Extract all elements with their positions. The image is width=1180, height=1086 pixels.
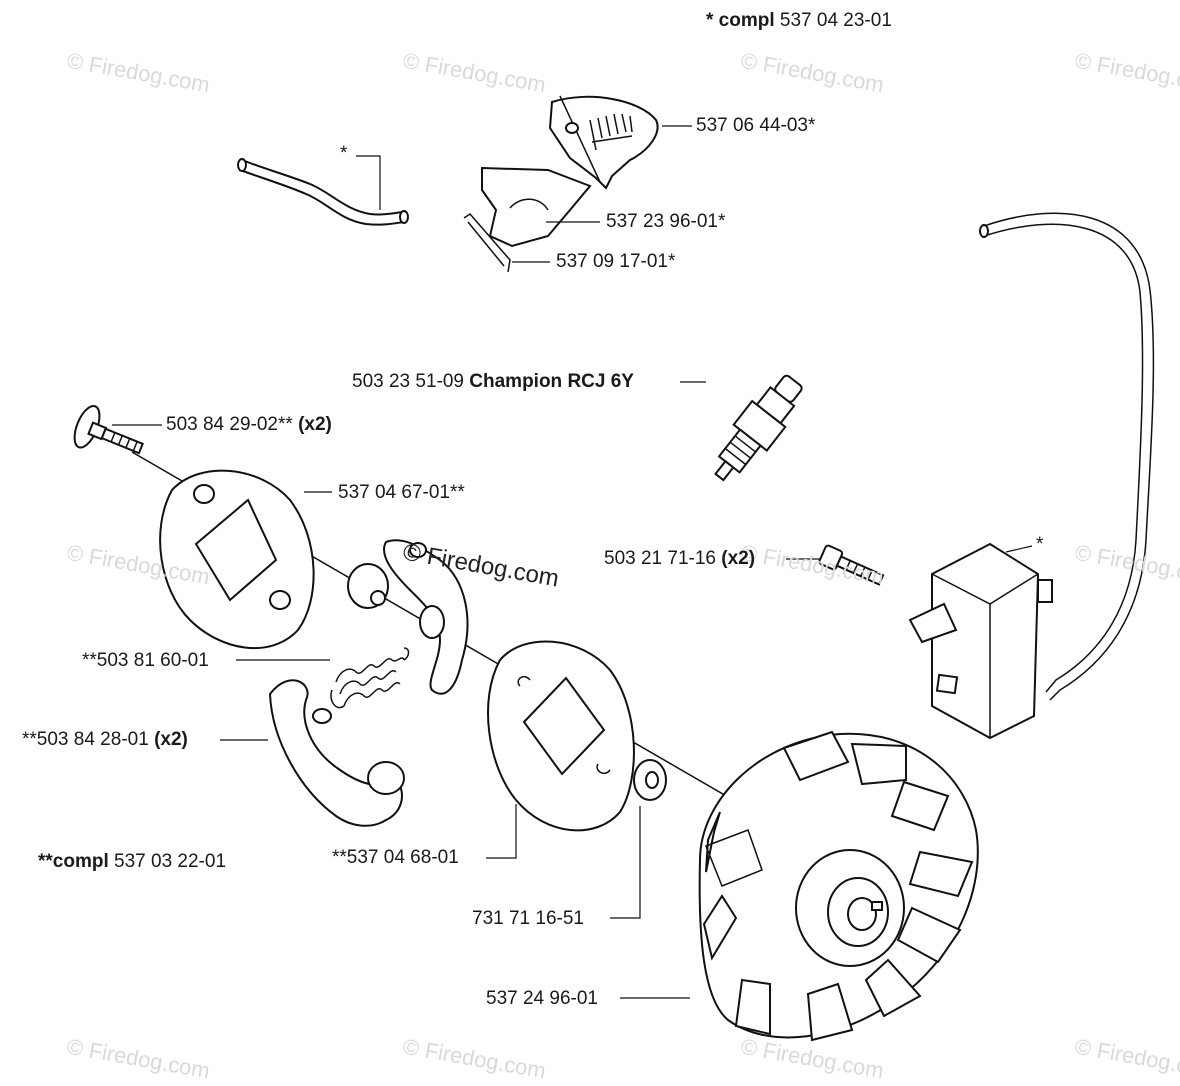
ignition-screw-label: 503 21 71-16 (x2)	[604, 548, 755, 570]
hose-leader	[356, 155, 381, 210]
flywheel	[698, 730, 979, 1042]
spark-plug-number: 503 23 51-09	[352, 371, 464, 392]
flywheel-label: 537 24 96-01	[486, 988, 598, 1009]
clutch-shoe-lower	[268, 679, 405, 827]
ignition-star-label: *	[1036, 534, 1044, 555]
compl-top-prefix: * compl	[706, 10, 775, 31]
cover-part-label: 537 06 44-03*	[696, 115, 816, 136]
ignition-screw-qty: (x2)	[721, 548, 756, 569]
shoe-qty: (x2)	[154, 729, 188, 750]
fuel-hose	[237, 158, 409, 226]
plate2-leader	[486, 804, 517, 859]
washer	[633, 759, 667, 801]
clutch-plate	[159, 469, 315, 650]
carburetor-cover	[548, 95, 659, 190]
hose-star-label: *	[340, 143, 348, 164]
compl-bottom-prefix: **compl	[38, 851, 109, 872]
ignition-leader	[1005, 545, 1033, 553]
ignition-screw-number: 503 21 71-16	[604, 548, 716, 569]
spark-plug-label: 503 23 51-09 Champion RCJ 6Y	[352, 371, 634, 393]
compl-top-number: 537 04 23-01	[779, 10, 892, 31]
screw-top-label: 503 84 29-02** (x2)	[166, 414, 332, 436]
plate-part-label: 537 23 96-01*	[606, 211, 726, 232]
washer-label: 731 71 16-51	[472, 908, 584, 929]
ignition-wire	[979, 212, 1155, 701]
compl-bottom-label: **compl 537 03 22-01	[38, 851, 226, 873]
carburetor-plate	[481, 166, 592, 248]
clutch-plate-label: 537 04 67-01**	[338, 482, 465, 503]
shoe-number: **503 84 28-01	[22, 729, 149, 750]
compl-bottom-number: 537 03 22-01	[114, 851, 227, 872]
ignition-screw	[818, 544, 885, 586]
clutch-screw	[73, 405, 144, 455]
clutch-plate-2	[487, 640, 635, 832]
shoe-label: **503 84 28-01 (x2)	[22, 729, 188, 751]
clutch-spring	[330, 647, 410, 709]
spark-plug	[714, 374, 803, 482]
throttle-rod	[463, 213, 511, 273]
rod-part-label: 537 09 17-01*	[556, 251, 676, 272]
washer-leader	[610, 806, 641, 919]
clutch-shoe-upper	[347, 539, 469, 695]
screw-top-number: 503 84 29-02**	[166, 414, 293, 435]
spark-plug-name: Champion RCJ 6Y	[469, 371, 634, 392]
clutch-plate2-label: **537 04 68-01	[332, 847, 459, 868]
spring-label: **503 81 60-01	[82, 650, 209, 671]
ignition-module	[908, 542, 1053, 740]
compl-top-label: * compl 537 04 23-01	[706, 10, 892, 32]
screw-top-qty: (x2)	[298, 414, 332, 435]
